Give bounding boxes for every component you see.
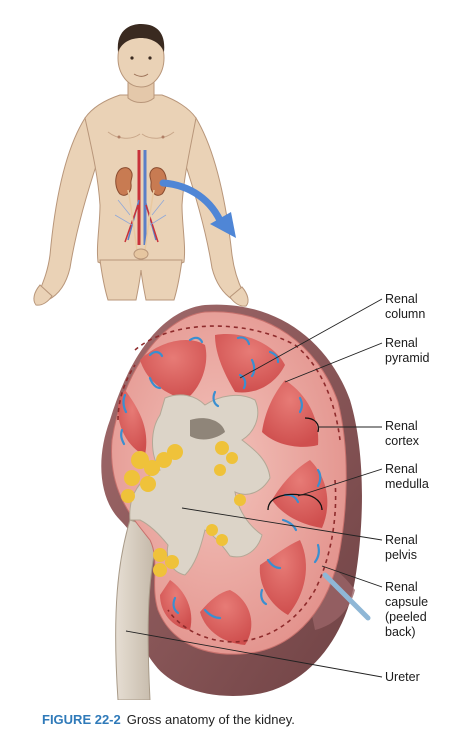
label-ureter: Ureter bbox=[385, 670, 420, 684]
right-hand bbox=[229, 286, 249, 307]
legs bbox=[99, 259, 183, 301]
ureter-tube bbox=[115, 519, 161, 700]
hair bbox=[117, 24, 165, 52]
label-renal-capsule: Renal capsule (peeled back) bbox=[385, 580, 429, 639]
figure-number: FIGURE 22-2 bbox=[42, 712, 121, 727]
label-renal-column: Renal column bbox=[385, 292, 426, 321]
kidney-anatomy-figure bbox=[33, 24, 383, 700]
renal-sinus-fat bbox=[121, 441, 246, 577]
zoom-arrow bbox=[159, 179, 236, 238]
leader-lines bbox=[125, 298, 383, 678]
left-hand bbox=[33, 284, 53, 306]
label-renal-pelvis: Renal pelvis bbox=[385, 533, 418, 562]
left-arm bbox=[39, 116, 99, 301]
leader-ureter bbox=[125, 630, 383, 678]
small-kidney-left bbox=[115, 167, 133, 196]
human-body-illustration bbox=[33, 24, 249, 307]
label-renal-pyramid: Renal pyramid bbox=[385, 336, 430, 365]
peeled-capsule-strip bbox=[322, 572, 371, 621]
kidney-cross-section bbox=[101, 304, 371, 700]
leader-renal-medulla bbox=[297, 468, 383, 497]
figure-caption: FIGURE 22-2 Gross anatomy of the kidney. bbox=[42, 712, 295, 727]
renal-pyramids bbox=[118, 334, 328, 645]
urinary-system-small bbox=[114, 150, 167, 260]
cortex-bracket bbox=[304, 417, 320, 433]
leader-renal-column bbox=[239, 298, 383, 379]
figure-caption-text: Gross anatomy of the kidney. bbox=[126, 712, 295, 727]
label-renal-medulla: Renal medulla bbox=[385, 462, 429, 491]
leader-renal-pelvis bbox=[181, 507, 383, 541]
label-renal-cortex: Renal cortex bbox=[385, 419, 420, 448]
renal-pelvis-region bbox=[129, 394, 271, 576]
leader-renal-pyramid bbox=[284, 342, 383, 383]
leader-renal-capsule bbox=[321, 565, 383, 588]
bladder bbox=[133, 248, 149, 260]
